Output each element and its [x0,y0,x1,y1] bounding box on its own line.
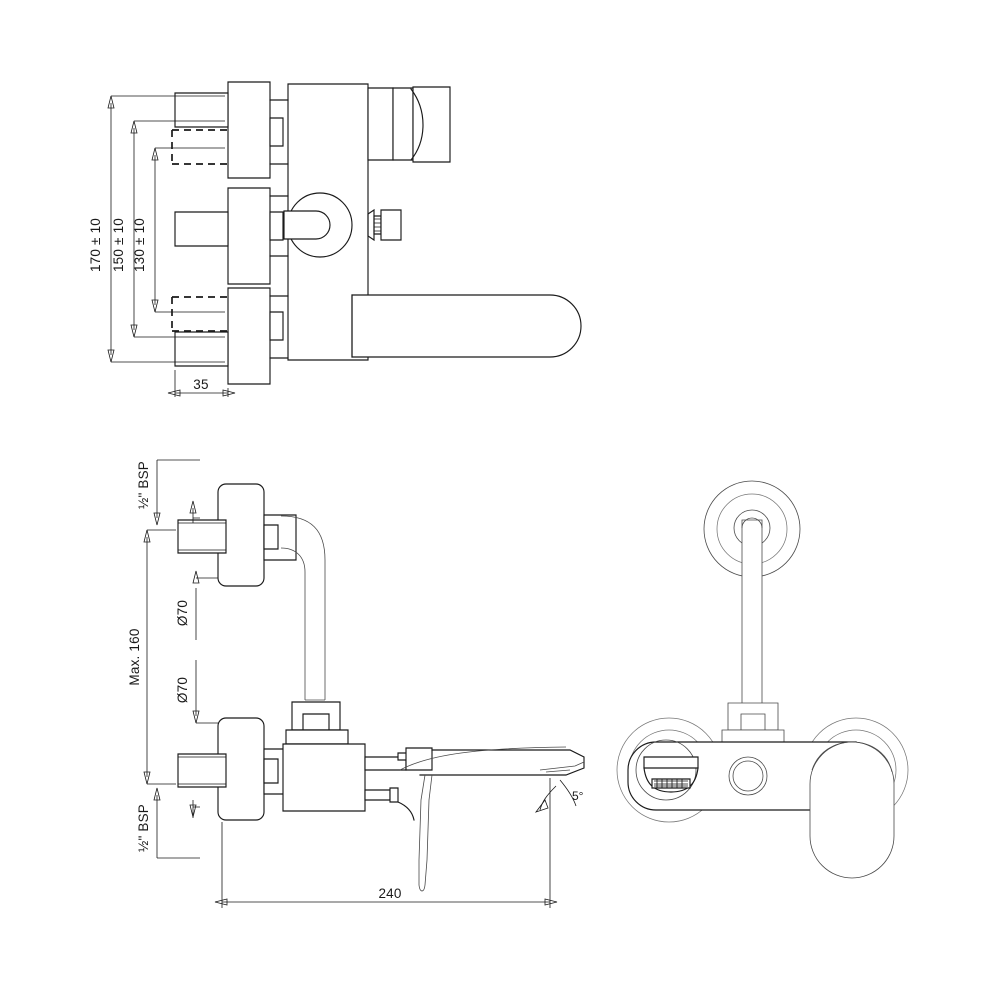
dim-35-label: 35 [193,377,208,392]
top-view-escutcheon-lower [227,287,289,385]
dim-dia70-lower-label: Ø70 [175,677,190,703]
dim-150-label: 150 ± 10 [111,218,126,272]
top-view-escutcheon-upper [227,81,289,179]
front-view-riser-base [721,702,785,743]
side-view-riser-tube [280,515,326,701]
side-view-group: ½" BSP ½" BSP Max. 160 [127,459,585,908]
dim-35: 35 [167,370,236,397]
front-view-lever-handle [809,741,895,879]
top-view-inlet-middle [174,211,229,247]
dim-angle-5deg: 5° [534,779,584,813]
dim-dia70-upper-label: Ø70 [175,600,190,626]
dim-150: 150 ± 10 [111,120,225,338]
dim-bsp-bottom: ½" BSP [136,787,200,859]
top-view-group: 170 ± 10 150 ± 10 130 ± 10 [88,81,582,397]
side-view-inlet-lower [177,753,227,788]
front-view-spout-riser [741,517,763,706]
dim-bsp-top: ½" BSP [136,459,200,526]
front-view-aerator-outlet [635,739,699,801]
dim-dia70-lower: Ø70 [175,660,218,724]
dim-angle-5deg-label: 5° [572,789,584,803]
top-view-inlet-lower-alt [171,296,228,332]
dim-max-160-label: Max. 160 [127,628,142,685]
dim-max-160: Max. 160 [127,529,176,785]
dim-130: 130 ± 10 [132,147,225,313]
dim-dia70-upper: Ø70 [175,570,218,640]
dim-170: 170 ± 10 [88,95,225,363]
top-view-spout-connection [283,192,402,258]
top-view-handle [367,86,451,163]
side-view-inlet-upper [177,519,227,554]
top-view-spout-arm [351,294,582,358]
dim-bsp-top-label: ½" BSP [136,461,151,509]
side-view-body [282,743,433,812]
top-view-inlet-upper [174,92,229,128]
dim-130-label: 130 ± 10 [132,218,147,272]
top-view-escutcheon-middle [227,187,289,285]
top-view-inlet-lower [174,331,229,367]
side-view-lever-handle [399,746,585,776]
front-view-indicator-button [728,756,768,796]
side-view-outlet-stream [397,774,433,892]
dim-240-label: 240 [378,886,401,901]
top-view-inlet-upper-alt [171,129,228,165]
dim-bsp-bottom-label: ½" BSP [136,804,151,852]
side-view-upper-escutcheon [217,483,297,587]
front-view-group [616,480,909,879]
dim-240: 240 [214,778,558,908]
dim-170-label: 170 ± 10 [88,218,103,272]
side-view-riser-base [285,701,349,745]
